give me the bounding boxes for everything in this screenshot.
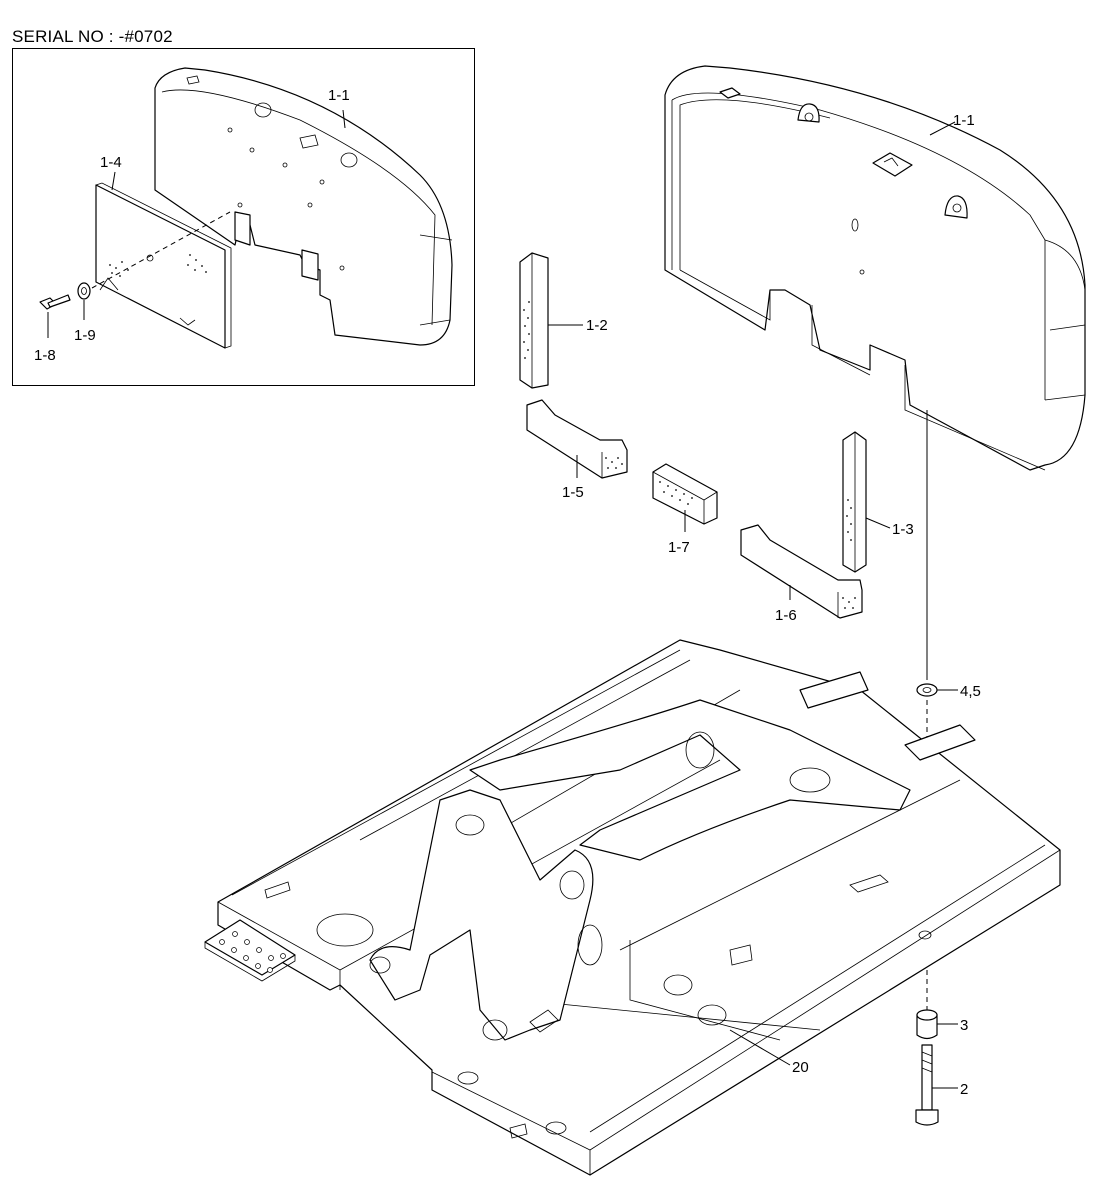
block-1-7 <box>652 463 718 525</box>
callout-inset-1-4: 1-4 <box>100 154 122 171</box>
bracket-1-5 <box>526 399 628 479</box>
callout-1-6: 1-6 <box>775 607 797 624</box>
leader-inset-1-1 <box>342 109 346 129</box>
inset-bolt-1-8 <box>39 294 71 310</box>
callout-2: 2 <box>960 1081 968 1098</box>
bar-1-2 <box>519 252 549 389</box>
inset-counterweight <box>154 67 453 346</box>
callout-inset-1-8: 1-8 <box>34 347 56 364</box>
spacer-3 <box>916 1009 938 1040</box>
callout-1-2: 1-2 <box>586 317 608 334</box>
step-plate <box>204 919 296 982</box>
callout-20: 20 <box>792 1059 809 1076</box>
callout-4-5: 4,5 <box>960 683 981 700</box>
callout-1-1: 1-1 <box>953 112 975 129</box>
inset-detail-frame <box>12 48 475 386</box>
serial-number-label: SERIAL NO : -#0702 <box>12 27 173 46</box>
washer-4-5 <box>916 683 938 697</box>
inset-plate-1-4 <box>95 182 232 349</box>
callout-3: 3 <box>960 1017 968 1034</box>
callout-1-3: 1-3 <box>892 521 914 538</box>
counterweight-1-1 <box>664 65 1086 471</box>
bolt-2 <box>915 1044 939 1126</box>
callout-1-7: 1-7 <box>668 539 690 556</box>
bar-1-3 <box>842 431 867 573</box>
callout-inset-1-9: 1-9 <box>74 327 96 344</box>
inset-washer-1-9 <box>77 282 91 300</box>
leader-1-3 <box>865 517 891 529</box>
upper-frame-20 <box>217 639 1061 1176</box>
callout-inset-1-1: 1-1 <box>328 87 350 104</box>
leader-1-1 <box>929 121 956 136</box>
leader-inset-1-4 <box>111 171 116 191</box>
callout-1-5: 1-5 <box>562 484 584 501</box>
leader-20 <box>729 1029 791 1066</box>
